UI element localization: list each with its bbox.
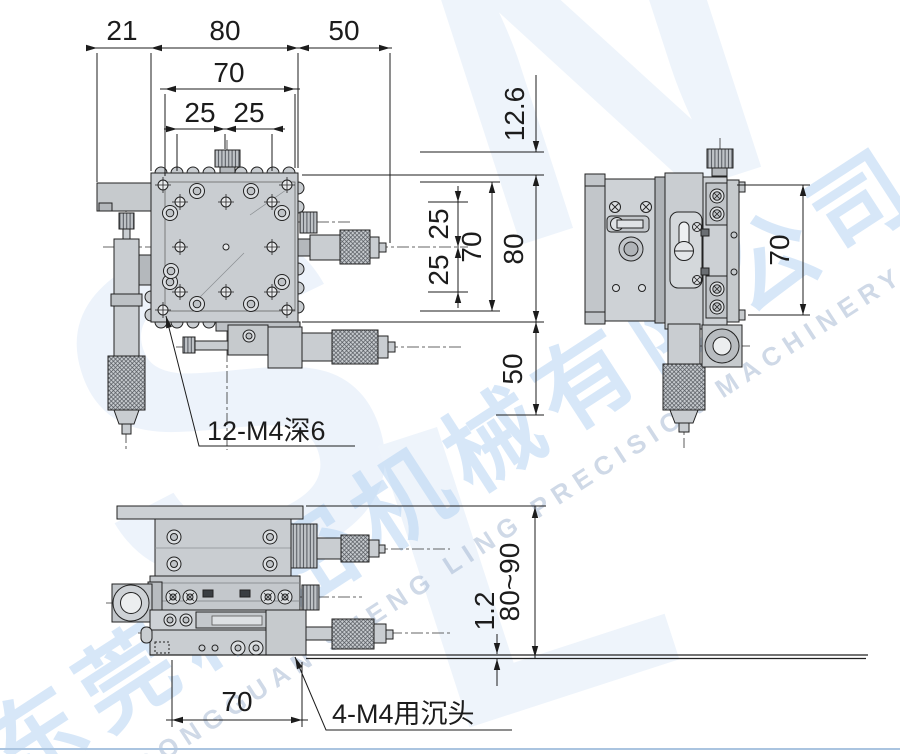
dimension-arrows <box>86 44 807 724</box>
dim-side-depth: 70 <box>764 234 795 265</box>
dim-body-height: 80 <box>498 233 529 264</box>
moving-platform-outline <box>164 181 296 312</box>
side-adjust-knob <box>299 211 318 234</box>
dim-platform-width: 70 <box>213 57 244 88</box>
dim-hole-pitch-a: 25 <box>184 97 215 128</box>
label-threaded-holes: 12-M4深6 <box>207 416 326 446</box>
dim-hole-pitch-b: 25 <box>233 97 264 128</box>
dimension-lines <box>86 47 810 731</box>
bottom-view <box>106 505 868 660</box>
dim-base-width: 70 <box>221 686 252 717</box>
label-countersunk-holes: 4-M4用沉头 <box>332 699 475 729</box>
dim-platform-height: 70 <box>456 231 487 262</box>
countersunk-hole-left <box>154 641 170 654</box>
dim-micrometer-x-length: 50 <box>328 15 359 46</box>
bottom-upper-micrometer <box>290 523 386 569</box>
dim-body-width: 80 <box>209 15 240 46</box>
micrometer-y <box>182 321 396 369</box>
dim-knob-height: 12.6 <box>499 87 530 142</box>
side-top-knob <box>706 148 734 177</box>
micrometer-left <box>96 182 179 435</box>
side-view <box>584 138 750 448</box>
side-vertical-micrometer <box>662 323 706 433</box>
dim-base-lip: 1.2 <box>469 592 500 631</box>
top-adjust-knob <box>214 149 241 174</box>
dim-vert-pitch-a: 25 <box>423 208 454 239</box>
bottom-main-micrometer <box>265 609 394 656</box>
leader-countersunk <box>294 656 512 731</box>
dimension-texts: 21 80 50 70 25 25 12.6 25 25 70 80 50 70… <box>106 15 795 729</box>
dim-micrometer-y-length: 50 <box>497 353 528 384</box>
leader-threaded-holes <box>165 315 355 447</box>
micrometer-x <box>297 229 387 265</box>
side-micrometer-end-on <box>701 324 743 368</box>
front-view <box>96 140 468 450</box>
bottom-accent-line <box>0 748 900 750</box>
bottom-mid-knob <box>301 584 320 611</box>
socket-screws <box>162 183 290 312</box>
dim-offset-left: 21 <box>106 15 137 46</box>
threaded-holes <box>155 177 295 318</box>
dim-vert-pitch-b: 25 <box>423 254 454 285</box>
dim-overall-height: 80~90 <box>494 543 525 622</box>
